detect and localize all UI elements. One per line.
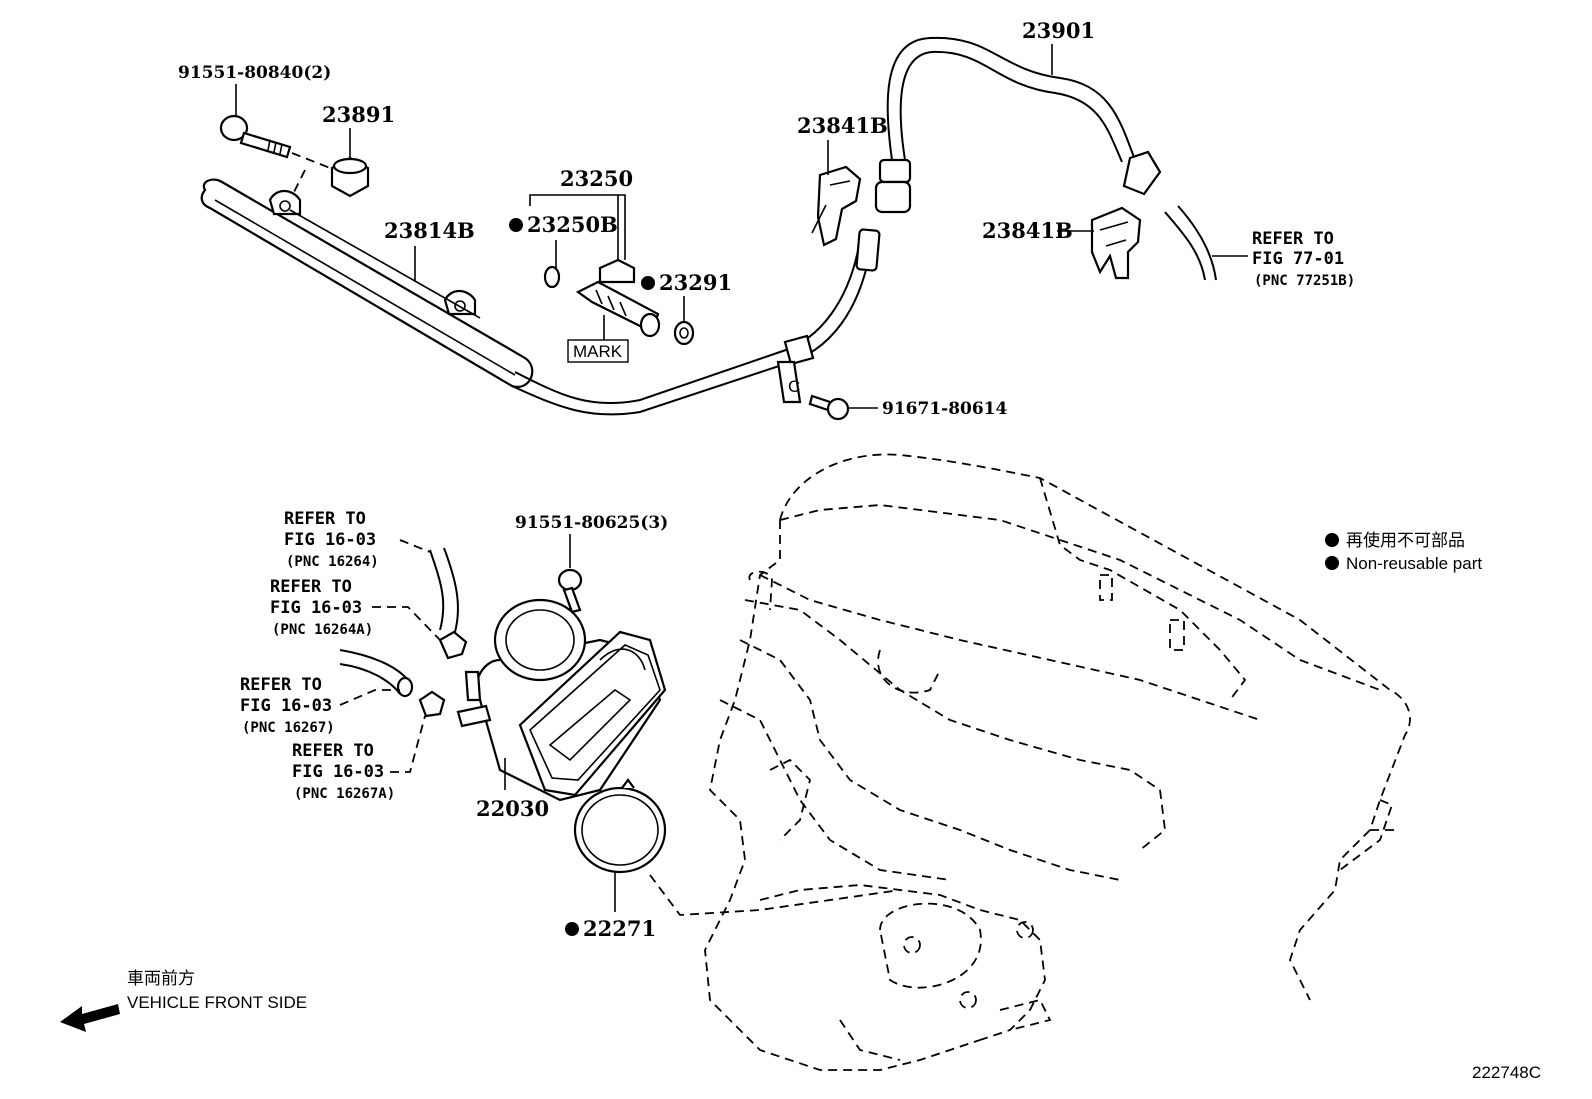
label-23841b-top: 23841B <box>797 113 888 138</box>
clamp-pnc-16264a[interactable] <box>438 630 468 660</box>
ref-fig16d-line3: (PNC 16267A) <box>294 786 395 802</box>
hose-pnc-16267[interactable] <box>339 649 414 698</box>
label-22030: 22030 <box>476 796 549 821</box>
legend-dot-jp <box>1325 533 1339 547</box>
ref-fig77-line1: REFER TO <box>1252 229 1334 249</box>
ref-fig16c-line2: FIG 16-03 <box>240 696 332 716</box>
fuel-hose-23901[interactable] <box>874 36 1162 214</box>
vehicle-front-indicator: 車両前方 VEHICLE FRONT SIDE <box>60 969 307 1032</box>
label-23901: 23901 <box>1022 18 1095 43</box>
o-ring-23250b[interactable] <box>543 265 561 289</box>
fuel-delivery-pipe-23814b[interactable] <box>200 178 534 389</box>
legend-en: Non-reusable part <box>1346 554 1482 573</box>
ref-fig16a-line3: (PNC 16264) <box>286 554 379 570</box>
legend: 再使用不可部品 Non-reusable part <box>1325 530 1482 573</box>
bolt-91671-80614[interactable] <box>808 394 850 421</box>
insulator-23291[interactable] <box>673 320 695 346</box>
ref-fig16b-line2: FIG 16-03 <box>270 598 362 618</box>
non-reusable-dot-23291 <box>641 276 655 290</box>
label-22271: 22271 <box>583 916 656 941</box>
clamp-23841b-top[interactable] <box>811 165 862 247</box>
clamp-23841b-right[interactable] <box>1090 206 1142 280</box>
label-23891: 23891 <box>322 102 395 127</box>
fuel-pipe: C <box>511 228 881 416</box>
front-arrow-icon <box>60 1004 120 1032</box>
label-91671-80614: 91671-80614 <box>882 399 1008 419</box>
label-91551-80625: 91551-80625(3) <box>515 513 668 533</box>
fuel-injector-23250[interactable] <box>575 258 661 338</box>
drawing-number: 222748C <box>1472 1063 1541 1082</box>
non-reusable-dot-23250b <box>509 218 523 232</box>
ref-fig16b-line1: REFER TO <box>270 577 352 597</box>
ref-fig77-line2: FIG 77-01 <box>1252 249 1344 269</box>
gasket-22271[interactable] <box>573 778 667 874</box>
front-en: VEHICLE FRONT SIDE <box>127 993 307 1012</box>
clamp-pnc-16267a[interactable] <box>418 690 446 718</box>
label-23250b: 23250B <box>527 212 618 237</box>
ref-fig16b-line3: (PNC 16264A) <box>272 622 373 638</box>
legend-jp: 再使用不可部品 <box>1346 530 1465 550</box>
bolt-91551-80840[interactable] <box>219 114 292 159</box>
ref-fig16a-line2: FIG 16-03 <box>284 530 376 550</box>
label-23250: 23250 <box>560 166 633 191</box>
label-91551-80840: 91551-80840(2) <box>178 63 331 83</box>
ref-fig16c-line3: (PNC 16267) <box>242 720 335 736</box>
throttle-body-22030[interactable] <box>456 598 667 802</box>
ref-fig16a-line1: REFER TO <box>284 509 366 529</box>
ref-fig16d-line2: FIG 16-03 <box>292 762 384 782</box>
ref-fig77-line3: (PNC 77251B) <box>1254 273 1355 289</box>
legend-dot-en <box>1325 556 1339 570</box>
label-23814b: 23814B <box>384 218 475 243</box>
front-jp: 車両前方 <box>127 969 195 988</box>
bolt-91551-80625[interactable] <box>557 568 583 614</box>
ref-fig16c-line1: REFER TO <box>240 675 322 695</box>
non-reusable-dot-22271 <box>565 922 579 936</box>
hose-pnc-16264[interactable] <box>429 547 459 633</box>
clip-c-label: C <box>788 377 800 396</box>
label-23291: 23291 <box>659 270 732 295</box>
mark-label: MARK <box>573 342 623 361</box>
spacer-23891[interactable] <box>330 156 370 198</box>
ref-fig16d-line1: REFER TO <box>292 741 374 761</box>
engine-block-outline <box>649 453 1411 1071</box>
